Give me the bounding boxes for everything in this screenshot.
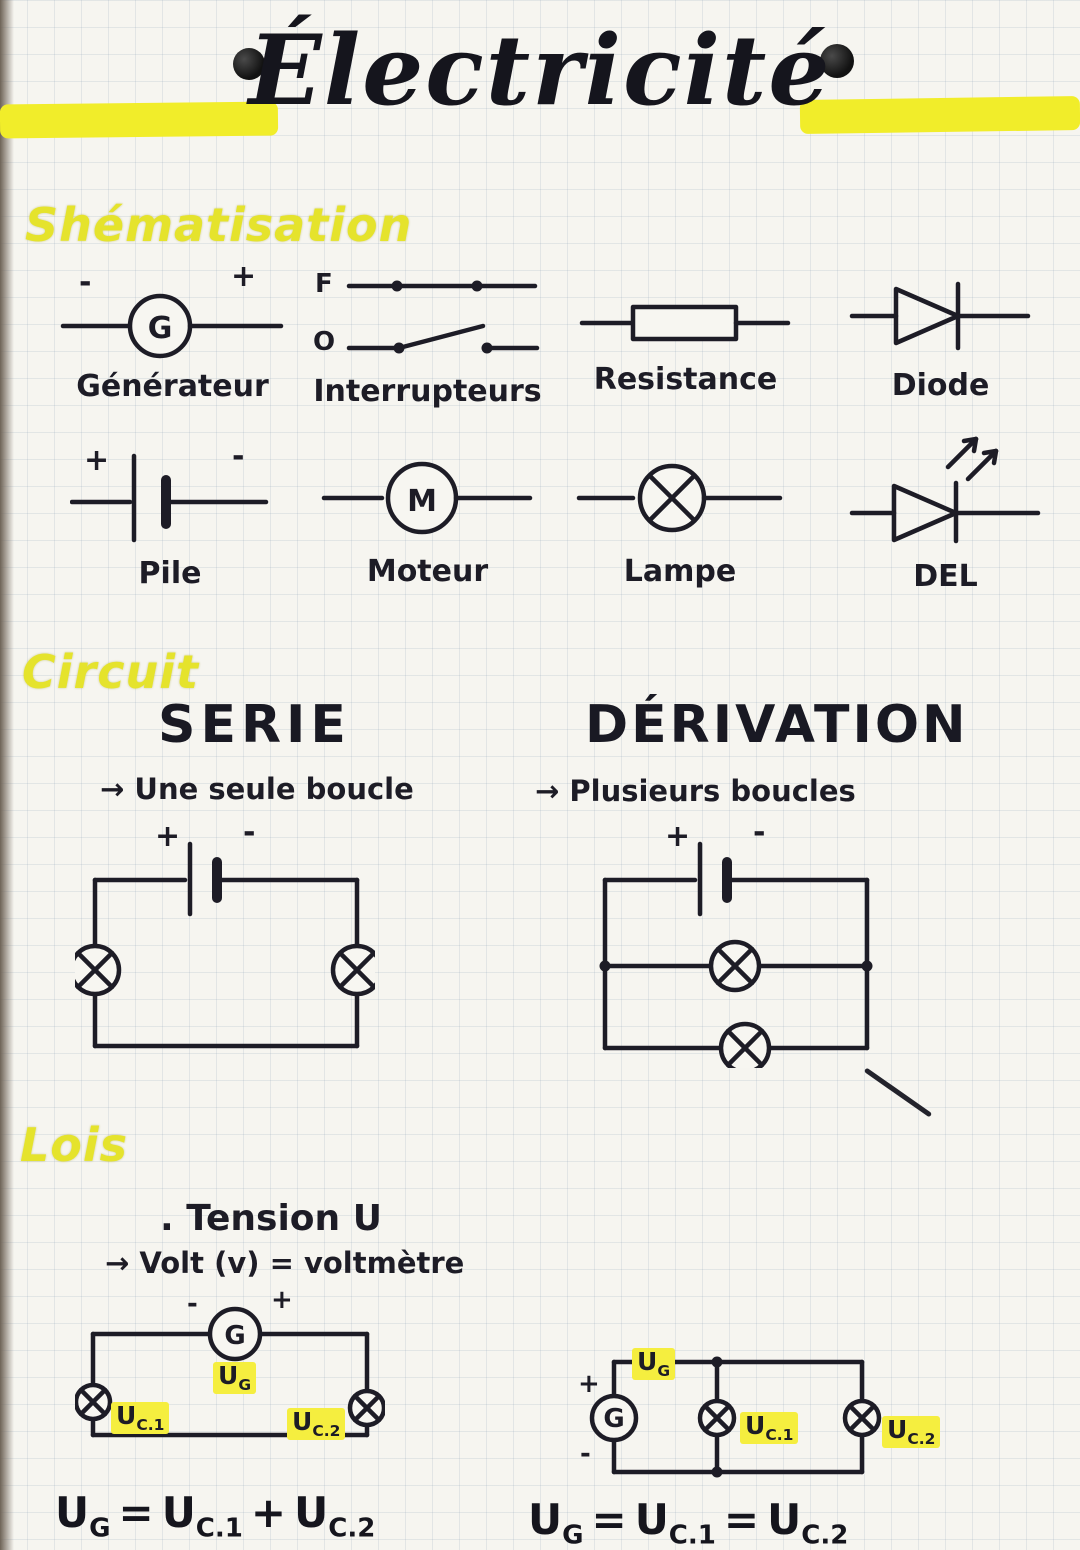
lois-serie-ug-label: UG — [213, 1362, 257, 1395]
lamp-symbol-icon — [576, 463, 783, 533]
serie-circuit-figure: + - — [68, 815, 384, 1072]
resistor-symbol-icon — [579, 304, 791, 342]
generator-label: Générateur — [76, 369, 269, 404]
resistor-figure: Resistance — [578, 290, 793, 397]
lois-serie-gen-letter: G — [224, 1321, 245, 1351]
lois-deriv-ug-label: UG — [632, 1348, 676, 1381]
diode-label: Diode — [891, 368, 990, 403]
lois-serie-gen-minus: - — [187, 1290, 198, 1319]
led-symbol-icon — [849, 436, 1041, 544]
generator-figure: - + G Générateur — [55, 258, 290, 404]
serie-battery-plus: + — [155, 819, 180, 854]
generator-minus-sign: - — [79, 265, 91, 300]
diode-figure: Diode — [848, 270, 1033, 403]
derivation-battery-minus: - — [753, 818, 765, 850]
motor-label: Moteur — [366, 554, 489, 589]
generator-letter: G — [148, 311, 173, 346]
tension-title: . Tension U — [160, 1198, 382, 1239]
derivation-voltage-formula: UG=UC.1=UC.2 — [528, 1495, 849, 1550]
derivation-battery-plus: + — [665, 819, 690, 854]
lois-deriv-uc1-label: UC.1 — [740, 1412, 799, 1445]
lamp-figure: Lampe — [575, 448, 785, 589]
lois-serie-figure: - + G UG UC.1 UC.2 — [73, 1285, 387, 1465]
switches-symbol-icon: F O — [313, 269, 540, 357]
derivation-title: DÉRIVATION — [585, 695, 969, 755]
lois-serie-gen-plus: + — [271, 1290, 293, 1315]
lois-deriv-gen-plus: + — [578, 1369, 600, 1399]
led-label: DEL — [913, 559, 978, 594]
section-heading-schematisation: Shématisation — [25, 198, 413, 252]
hole-punch-right — [820, 44, 854, 78]
switch-closed-letter: F — [315, 269, 333, 299]
serie-battery-minus: - — [243, 818, 255, 850]
generator-symbol-icon: - + G — [60, 259, 284, 359]
battery-symbol-icon: + - — [69, 439, 269, 543]
section-heading-circuit: Circuit — [22, 645, 199, 699]
stray-pen-mark — [863, 1067, 933, 1118]
serie-voltage-formula: UG=UC.1+UC.2 — [55, 1488, 376, 1544]
serie-title: SERIE — [158, 695, 351, 755]
switches-label: Interrupteurs — [313, 374, 542, 409]
battery-figure: + - Pile — [69, 438, 270, 591]
derivation-circuit-figure: + - — [585, 815, 885, 1075]
switches-figure: F O Interrupteurs — [305, 258, 550, 409]
lamp-label: Lampe — [623, 554, 737, 589]
motor-symbol-icon: M — [321, 461, 533, 535]
diode-symbol-icon — [849, 281, 1031, 351]
tension-subtitle: → Volt (v) = voltmètre — [105, 1246, 465, 1280]
motor-letter: M — [407, 484, 437, 519]
battery-label: Pile — [138, 556, 202, 591]
photo-table-edge — [0, 0, 14, 1550]
serie-circuit-diagram: + - — [68, 815, 384, 1049]
lois-deriv-uc2-label: UC.2 — [882, 1416, 941, 1449]
serie-subtitle: → Une seule boucle — [100, 772, 414, 806]
section-heading-lois: Lois — [20, 1118, 129, 1172]
lois-serie-uc1-label: UC.1 — [111, 1402, 170, 1435]
led-figure: DEL — [848, 425, 1043, 594]
hole-punch-left — [233, 48, 265, 80]
lois-serie-uc2-label: UC.2 — [287, 1408, 346, 1441]
lois-derivation-figure: + - G UG UC.1 UC.2 — [552, 1330, 972, 1500]
lois-derivation-diagram: + - G — [578, 1356, 882, 1478]
lois-deriv-gen-letter: G — [603, 1404, 624, 1434]
page-title: Électricité — [248, 14, 832, 127]
battery-minus-sign: - — [232, 439, 244, 474]
derivation-circuit-diagram: + - — [599, 815, 873, 1075]
derivation-subtitle: → Plusieurs boucles — [535, 774, 856, 808]
motor-figure: M Moteur — [320, 448, 535, 589]
battery-plus-sign: + — [84, 443, 109, 478]
resistor-label: Resistance — [593, 362, 778, 397]
generator-plus-sign: + — [231, 259, 256, 294]
switch-open-letter: O — [313, 327, 335, 357]
lois-deriv-gen-minus: - — [580, 1439, 591, 1469]
